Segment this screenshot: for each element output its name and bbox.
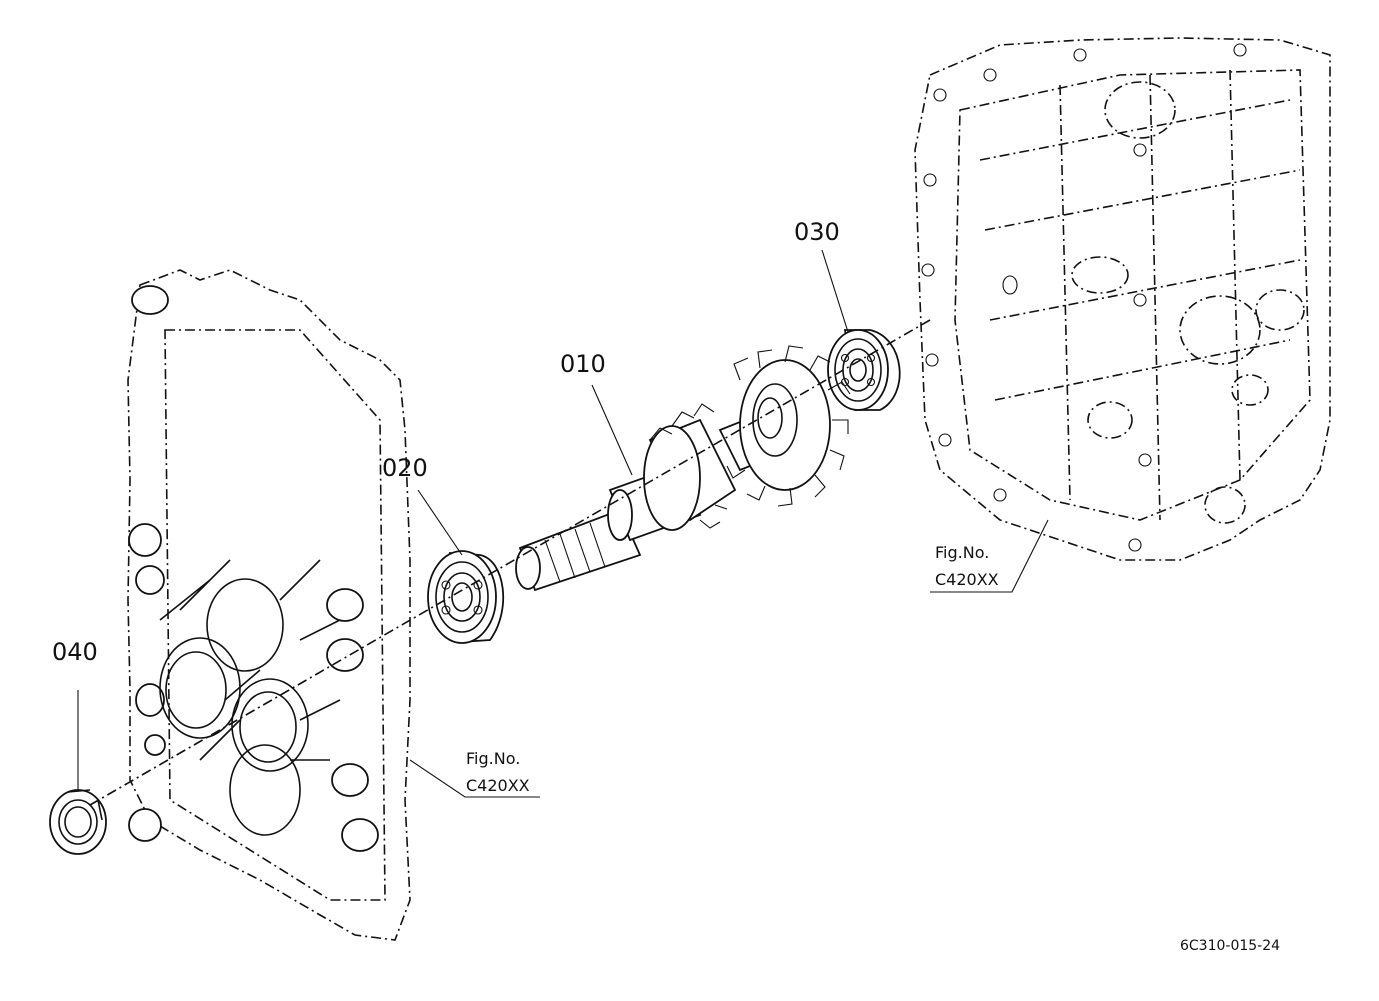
part-label-020: 020	[382, 454, 428, 482]
part-label-010: 010	[560, 350, 606, 378]
ball-bearing-030	[827, 329, 901, 411]
fig-ref-left-line1: Fig.No.	[466, 749, 520, 768]
ball-bearing-020	[427, 550, 504, 644]
oil-seal-040	[49, 789, 107, 855]
part-label-030: 030	[794, 218, 840, 246]
fig-ref-left-line2: C420XX	[466, 776, 530, 795]
fig-ref-right-line1: Fig.No.	[935, 543, 989, 562]
gear-case-cover	[127, 269, 411, 941]
fig-ref-right-line2: C420XX	[935, 570, 999, 589]
leader-lines	[77, 249, 1049, 798]
counter-shaft-010	[89, 319, 931, 806]
drawing-code: 6C310-015-24	[1180, 938, 1280, 954]
part-label-040: 040	[52, 638, 98, 666]
transmission-case	[914, 37, 1331, 561]
